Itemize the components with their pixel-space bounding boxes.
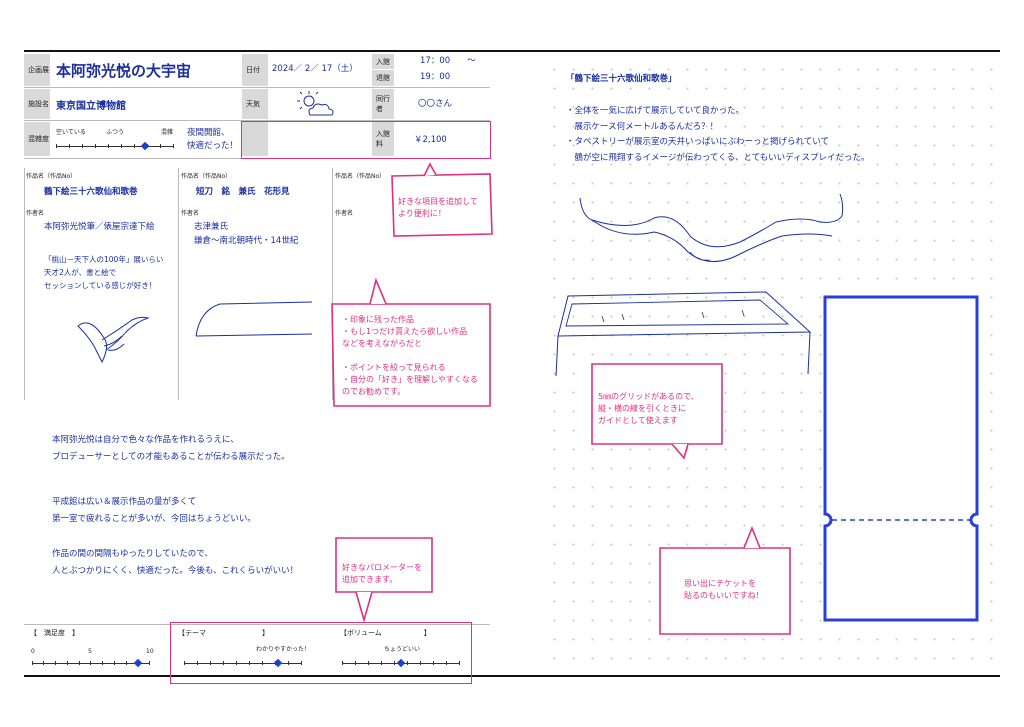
row-divider — [24, 120, 490, 121]
work2-artist-label: 作者名 — [181, 210, 200, 217]
sun-cloud-icon — [297, 91, 334, 116]
column-divider — [178, 168, 179, 400]
impression-callout: ・印象に残った作品 ・もし1つだけ貰えたら欲しい作品 などを考えながらだと ・ポ… — [342, 315, 478, 396]
column-divider — [24, 168, 25, 400]
sat-mid: 5 — [88, 648, 92, 655]
work1-title: 鶴下絵三十六歌仙和歌巻 — [44, 187, 138, 197]
add-items-callout: 好きな項目を追加して より便利に！ — [398, 197, 478, 218]
blank-label-cell — [242, 122, 268, 156]
review-paragraph-3: 作品の間の間隔もゆったりしていたので、 人とぶつかりにくく、快適だった。今後も、… — [52, 549, 299, 576]
work3-artist-label: 作者名 — [335, 210, 354, 217]
volume-note: ちょうどいい — [384, 646, 421, 653]
work3-label: 作品名（作品No） — [335, 173, 386, 180]
right-heading: 「鶴下絵三十六歌仙和歌巻」 — [566, 74, 677, 84]
satisfaction-scale — [32, 658, 150, 668]
crowd-scale — [56, 140, 174, 151]
work2-artist: 志津兼氏 鎌倉～南北朝時代・14世紀 — [194, 222, 299, 246]
theme-marker — [274, 658, 283, 668]
companion-value: 〇〇さん — [418, 99, 453, 109]
fee-label: 入館料 — [372, 122, 394, 156]
review-paragraph-1: 本阿弥光悦は自分で色々な作品を作れるうえに、 プロデューサーとしての才能もあるこ… — [52, 435, 290, 462]
work1-artist: 本阿弥光悦筆／俵屋宗達下絵 — [44, 222, 155, 232]
work1-label: 作品名（作品No） — [26, 173, 77, 180]
date-label: 日付 — [242, 54, 268, 86]
out-time: 19：00 — [420, 72, 451, 82]
highlight-frame — [170, 622, 472, 684]
theme-scale — [184, 658, 302, 668]
highlight-frame — [241, 121, 491, 159]
out-label: 退館 — [372, 70, 394, 86]
fee-value: ￥2,100 — [414, 135, 447, 145]
tapestry-sketch-icon — [579, 193, 844, 262]
in-time: 17：00 ～ — [420, 56, 476, 66]
work1-artist-label: 作者名 — [26, 210, 45, 217]
volume-label: 【ボリューム 】 — [340, 629, 431, 637]
right-text: ・全体を一気に広げて展示していて良かった。 展示ケース何メートルあるんだろ？！ … — [566, 106, 870, 163]
display-case-sketch-icon — [555, 291, 812, 377]
exhibition-title: 本阿弥光悦の大宇宙 — [56, 62, 192, 80]
ticket-callout: 思い出にチケットを 貼るのもいいですね！ — [684, 579, 764, 600]
facility-value: 東京国立博物館 — [56, 101, 126, 112]
weather-label: 天気 — [242, 89, 268, 119]
theme-label: 【テーマ 】 — [178, 629, 269, 637]
satisfaction-label: 【 満足度 】 — [30, 629, 79, 637]
date-value: 2024／ 2／ 17（土） — [272, 64, 358, 74]
crowd-note: 夜間開館、 快適だった！ — [187, 128, 239, 151]
column-divider — [332, 168, 333, 400]
callout-bubble — [391, 162, 493, 237]
satisfaction-marker — [133, 658, 143, 668]
volume-marker — [396, 658, 406, 668]
crane-sketch-icon — [77, 316, 150, 364]
facility-label: 施設名 — [24, 89, 50, 119]
bottom-rule — [24, 675, 1000, 677]
dagger-sketch-icon — [195, 301, 313, 337]
crowd-label: 混雑度 — [24, 122, 50, 156]
work1-note: 「桃山－天下人の100年」展いらい 天才2人が、書と絵で セッションしている感じ… — [44, 255, 164, 290]
callout-bubble — [331, 277, 491, 407]
row-divider — [24, 87, 490, 88]
params-callout: 好きなパロメーターを 追加できます。 — [342, 563, 422, 584]
top-rule — [24, 50, 1000, 52]
sat-min: 0 — [31, 648, 35, 655]
companion-label: 同行者 — [372, 89, 394, 119]
callout-bubble — [335, 537, 433, 623]
crowd-low-label: 空いている — [56, 129, 86, 136]
callout-bubble — [591, 363, 723, 460]
row-divider — [24, 624, 490, 625]
crowd-high-label: 混雑 — [161, 129, 174, 136]
grid-callout: 5㎜のグリッドがあるので、 縦・横の線を引くときに ガイドとして使えます — [598, 392, 699, 425]
plan-label: 企画展 — [24, 54, 50, 86]
ticket-frame — [823, 295, 979, 622]
review-paragraph-2: 平成館は広い＆展示作品の量が多くて 第一室で疲れることが多いが、今回はちょうどい… — [52, 497, 256, 524]
callout-bubble — [659, 526, 791, 635]
volume-scale — [342, 658, 460, 668]
crowd-mid-label: ふつう — [106, 129, 125, 136]
sat-max: 10 — [146, 648, 154, 655]
work2-label: 作品名（作品No） — [181, 173, 232, 180]
work2-title: 短刀 銘 兼氏 花形見 — [196, 187, 290, 197]
theme-note: わかりやすかった！ — [256, 646, 311, 653]
in-label: 入館 — [372, 54, 394, 69]
